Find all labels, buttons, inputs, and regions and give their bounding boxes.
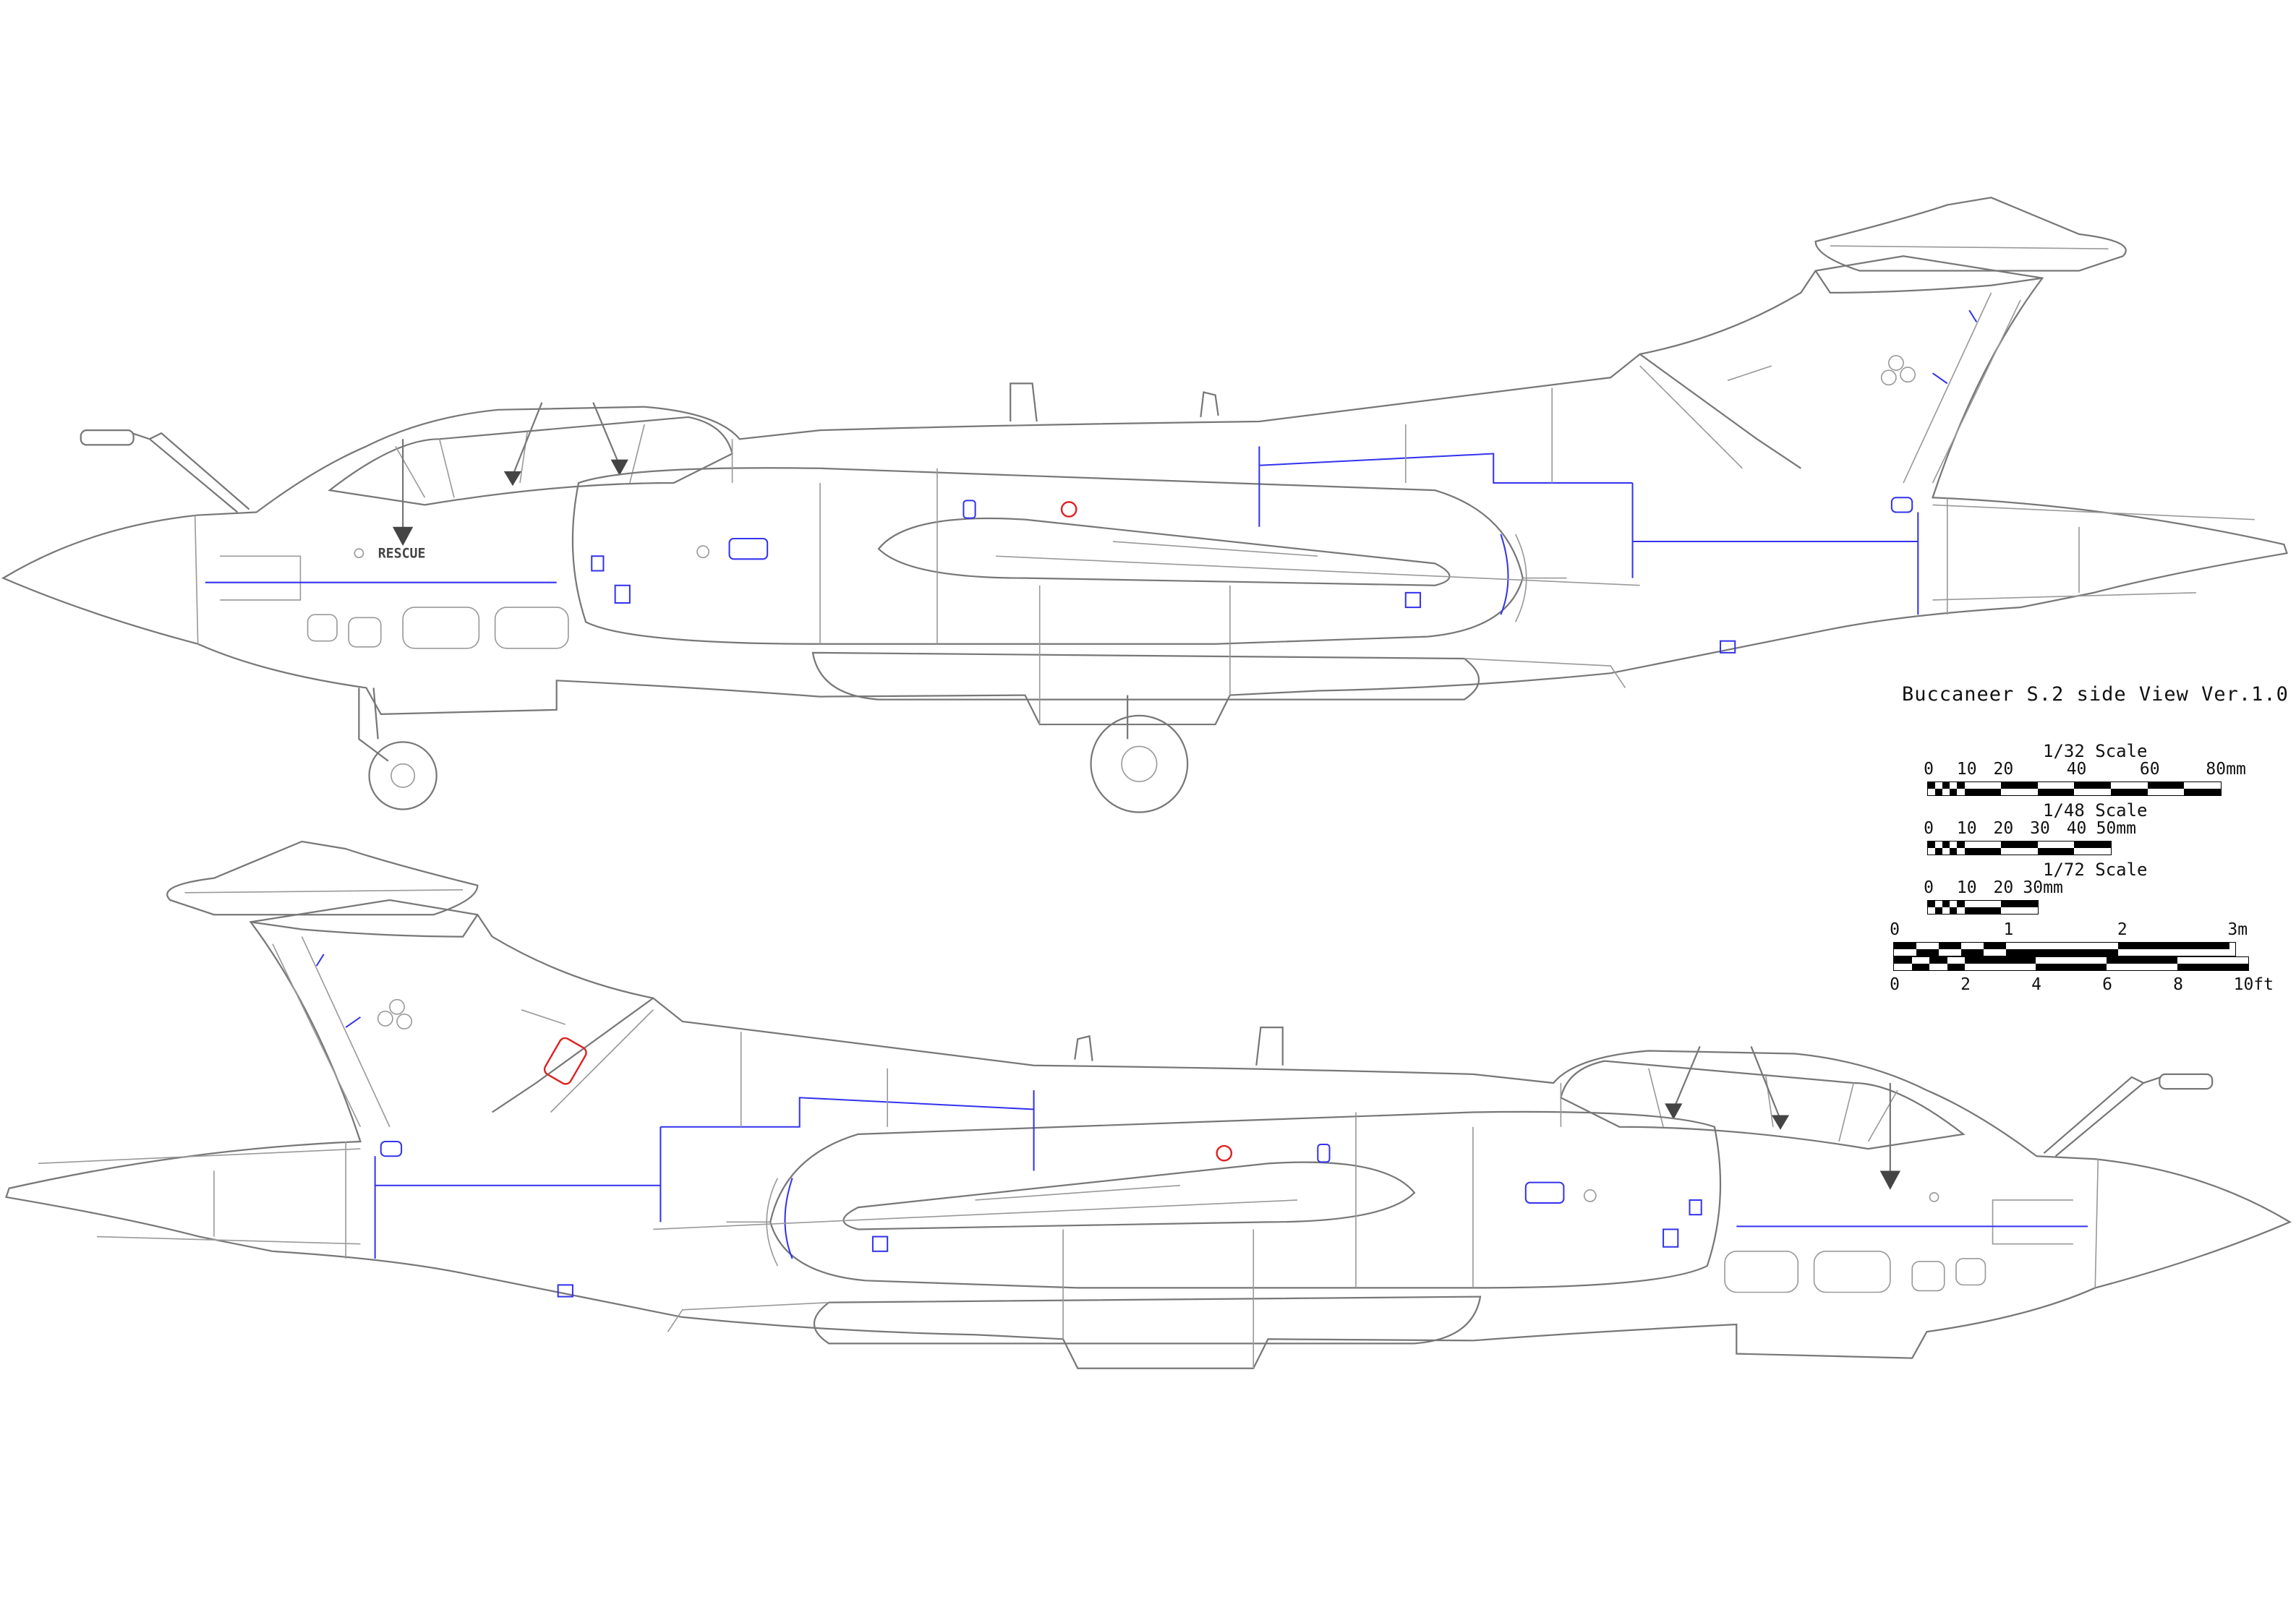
scale-tick-label: 10 xyxy=(1956,760,1977,779)
scale-bar-0 xyxy=(1927,781,2222,796)
scale-segment xyxy=(2074,782,2111,789)
metric-tick-label: 2 xyxy=(2117,920,2128,939)
scale-tick-label: 20 xyxy=(1993,760,2014,779)
scale-tick-label: 30mm xyxy=(2023,878,2063,897)
scale-tick-label: 30 xyxy=(2030,819,2050,838)
scale-segment xyxy=(1894,957,1912,964)
scale-segment xyxy=(1942,782,1950,789)
metric-scale-bar xyxy=(1893,942,2237,956)
scale-segment xyxy=(1964,848,2002,855)
imperial-tick-label: 4 xyxy=(2031,975,2042,994)
scale-tick-label: 40 xyxy=(2066,760,2087,779)
scale-tick-label: 10 xyxy=(1956,878,1977,897)
scale-segment xyxy=(1935,789,1943,795)
imperial-tick-label: 10ft xyxy=(2233,975,2274,994)
scale-segment xyxy=(2107,957,2177,964)
drawing-title: Buccaneer S.2 side View Ver.1.0 xyxy=(1902,683,2289,706)
nose-landing-gear xyxy=(358,688,438,810)
scale-segment xyxy=(1894,943,1916,949)
metric-tick-label: 3m xyxy=(2227,920,2248,939)
scale-segment xyxy=(1983,943,2006,949)
scale-segment xyxy=(1942,842,1950,848)
scale-segment xyxy=(1950,907,1958,914)
scale-segment xyxy=(1957,842,1965,848)
scale-segment xyxy=(2005,949,2118,956)
scale-segment xyxy=(2074,842,2111,848)
imperial-tick-label: 8 xyxy=(2173,975,2184,994)
scale-bar-1 xyxy=(1927,841,2112,855)
scale-segment xyxy=(2177,964,2248,970)
scale-segment xyxy=(1929,957,1947,964)
scale-tick-label: 0 xyxy=(1924,878,1934,897)
scale-segment xyxy=(1928,901,1936,907)
scale-segment xyxy=(1965,957,2036,964)
scale-tick-label: 60 xyxy=(2139,760,2160,779)
imperial-tick-label: 2 xyxy=(1960,975,1971,994)
scale-segment xyxy=(2001,901,2038,907)
scale-segment xyxy=(1938,943,1961,949)
scale-segment xyxy=(1935,907,1943,914)
imperial-scale-bar xyxy=(1893,956,2249,971)
scale-tick-label: 40 xyxy=(2066,819,2087,838)
scale-bar-2 xyxy=(1927,900,2039,915)
scale-segment xyxy=(2037,789,2075,795)
scale-segment xyxy=(1960,949,1984,956)
metric-tick-label: 1 xyxy=(2003,920,2014,939)
scale-segment xyxy=(2001,782,2038,789)
scale-segment xyxy=(2037,848,2075,855)
scale-title: 1/32 Scale xyxy=(2043,741,2148,761)
scale-segment xyxy=(1957,901,1965,907)
scale-segment xyxy=(1950,789,1958,795)
scale-segment xyxy=(2184,789,2221,795)
scale-tick-label: 20 xyxy=(1993,878,2014,897)
scale-title: 1/72 Scale xyxy=(2043,860,2148,880)
scale-segment xyxy=(1964,907,2002,914)
scale-segment xyxy=(1911,964,1929,970)
scale-segment xyxy=(2110,789,2148,795)
scale-segment xyxy=(1950,848,1958,855)
scale-segment xyxy=(1928,842,1936,848)
rescue-marking: RESCUE xyxy=(378,546,426,561)
scale-segment xyxy=(1916,949,1939,956)
imperial-tick-label: 6 xyxy=(2102,975,2113,994)
scale-tick-label: 0 xyxy=(1924,760,1934,779)
scale-segment xyxy=(1935,848,1943,855)
scale-segment xyxy=(1947,964,1965,970)
scale-segment xyxy=(1957,782,1965,789)
scale-title: 1/48 Scale xyxy=(2043,800,2148,821)
scale-tick-label: 80mm xyxy=(2206,760,2246,779)
imperial-tick-label: 0 xyxy=(1890,975,1900,994)
scale-segment xyxy=(1964,789,2002,795)
scale-tick-label: 50mm xyxy=(2096,819,2137,838)
side-view-port: RESCUE xyxy=(2,197,2288,813)
scale-tick-label: 20 xyxy=(1993,819,2014,838)
scale-segment xyxy=(1942,901,1950,907)
scale-segment xyxy=(2117,943,2230,949)
main-landing-gear xyxy=(1090,695,1189,813)
scale-tick-label: 0 xyxy=(1924,819,1934,838)
metric-tick-label: 0 xyxy=(1890,920,1900,939)
scale-segment xyxy=(2001,842,2038,848)
scale-segment xyxy=(2036,964,2107,970)
scale-tick-label: 10 xyxy=(1956,819,1977,838)
side-view-starboard xyxy=(5,840,2291,1369)
scale-segment xyxy=(1928,782,1936,789)
scale-segment xyxy=(2147,782,2185,789)
